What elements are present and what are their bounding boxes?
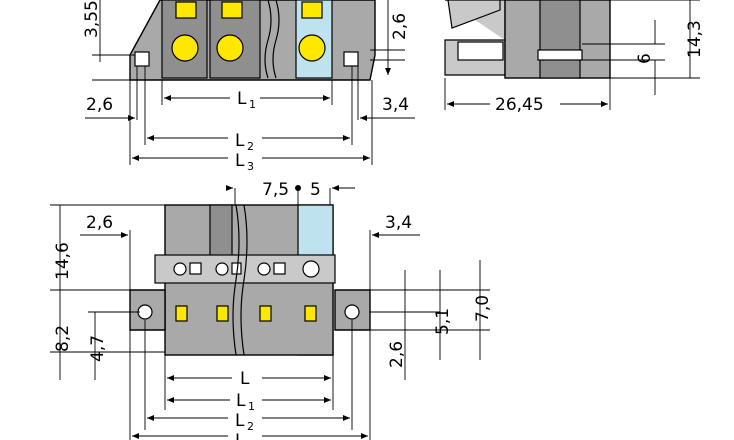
front-release-3 xyxy=(259,305,272,322)
dim-34-top: 3,4 xyxy=(382,95,409,115)
front-upper-divider xyxy=(209,204,233,261)
dim-355: 3,55 xyxy=(82,0,102,38)
top-release-1 xyxy=(175,1,197,19)
side-inner xyxy=(539,0,581,79)
top-flange-right xyxy=(343,51,359,67)
dim-5: 5 xyxy=(310,180,321,200)
top-flange-left xyxy=(134,51,150,67)
dim-75: 7,5 xyxy=(262,180,289,200)
top-view: 3,55 2,6 2,6 3,4 L 1 L 2 L 3 xyxy=(82,0,415,173)
dim-82: 8,2 xyxy=(53,325,73,352)
side-slot xyxy=(457,41,504,61)
L2-top-sub: 2 xyxy=(247,140,254,153)
L3-top: L xyxy=(235,151,245,171)
dim-26-top-right: 2,6 xyxy=(390,13,410,40)
dim-34-front: 3,4 xyxy=(385,213,412,233)
front-break-line-2 xyxy=(240,204,248,356)
front-hole-right xyxy=(344,304,360,320)
side-lever xyxy=(447,0,501,29)
front-square-3 xyxy=(273,262,286,275)
L1-front: L xyxy=(236,391,246,411)
dim-51: 5,1 xyxy=(433,308,453,335)
front-release-2 xyxy=(216,305,229,322)
L3-top-sub: 3 xyxy=(247,160,254,173)
dim-26-top-left: 2,6 xyxy=(86,95,113,115)
dim-143: 14,3 xyxy=(685,20,705,58)
top-break-line-2 xyxy=(272,0,280,79)
dim-70: 7,0 xyxy=(473,295,493,322)
front-clamp-2 xyxy=(215,262,229,276)
top-clamp-2 xyxy=(216,34,244,62)
top-release-2 xyxy=(221,1,243,19)
top-break-line xyxy=(264,0,272,79)
L1-front-sub: 1 xyxy=(248,400,255,413)
front-view: 7,5 5 2,6 3,4 14,6 8,2 4,7 5,1 7,0 2,6 xyxy=(50,180,493,440)
dim-26-front-left: 2,6 xyxy=(86,213,113,233)
side-notch xyxy=(537,49,583,61)
dim-2645: 26,45 xyxy=(495,95,544,115)
L1-top: L xyxy=(237,89,247,109)
top-clamp-3 xyxy=(298,34,326,62)
front-clamp-4 xyxy=(302,260,320,278)
dim-146: 14,6 xyxy=(53,242,73,280)
front-release-1 xyxy=(175,305,188,322)
top-release-3 xyxy=(301,1,323,19)
L2-front-sub: 2 xyxy=(247,420,254,433)
front-hole-left xyxy=(137,304,153,320)
L2-top: L xyxy=(235,131,245,151)
front-clamp-3 xyxy=(257,262,271,276)
top-clamp-1 xyxy=(171,34,199,62)
L2-front: L xyxy=(235,411,245,431)
front-release-4 xyxy=(304,305,317,322)
front-break-line xyxy=(232,204,240,356)
side-view: 26,45 14,3 6 xyxy=(444,0,705,115)
L3-front: L xyxy=(235,431,245,440)
front-clamp-1 xyxy=(173,262,187,276)
L1-top-sub: 1 xyxy=(249,98,256,111)
dim-47: 4,7 xyxy=(88,335,108,362)
front-square-1 xyxy=(189,262,202,275)
dim-26-front-right: 2,6 xyxy=(387,341,407,368)
L-front: L xyxy=(240,369,250,389)
dim-6: 6 xyxy=(635,53,655,64)
